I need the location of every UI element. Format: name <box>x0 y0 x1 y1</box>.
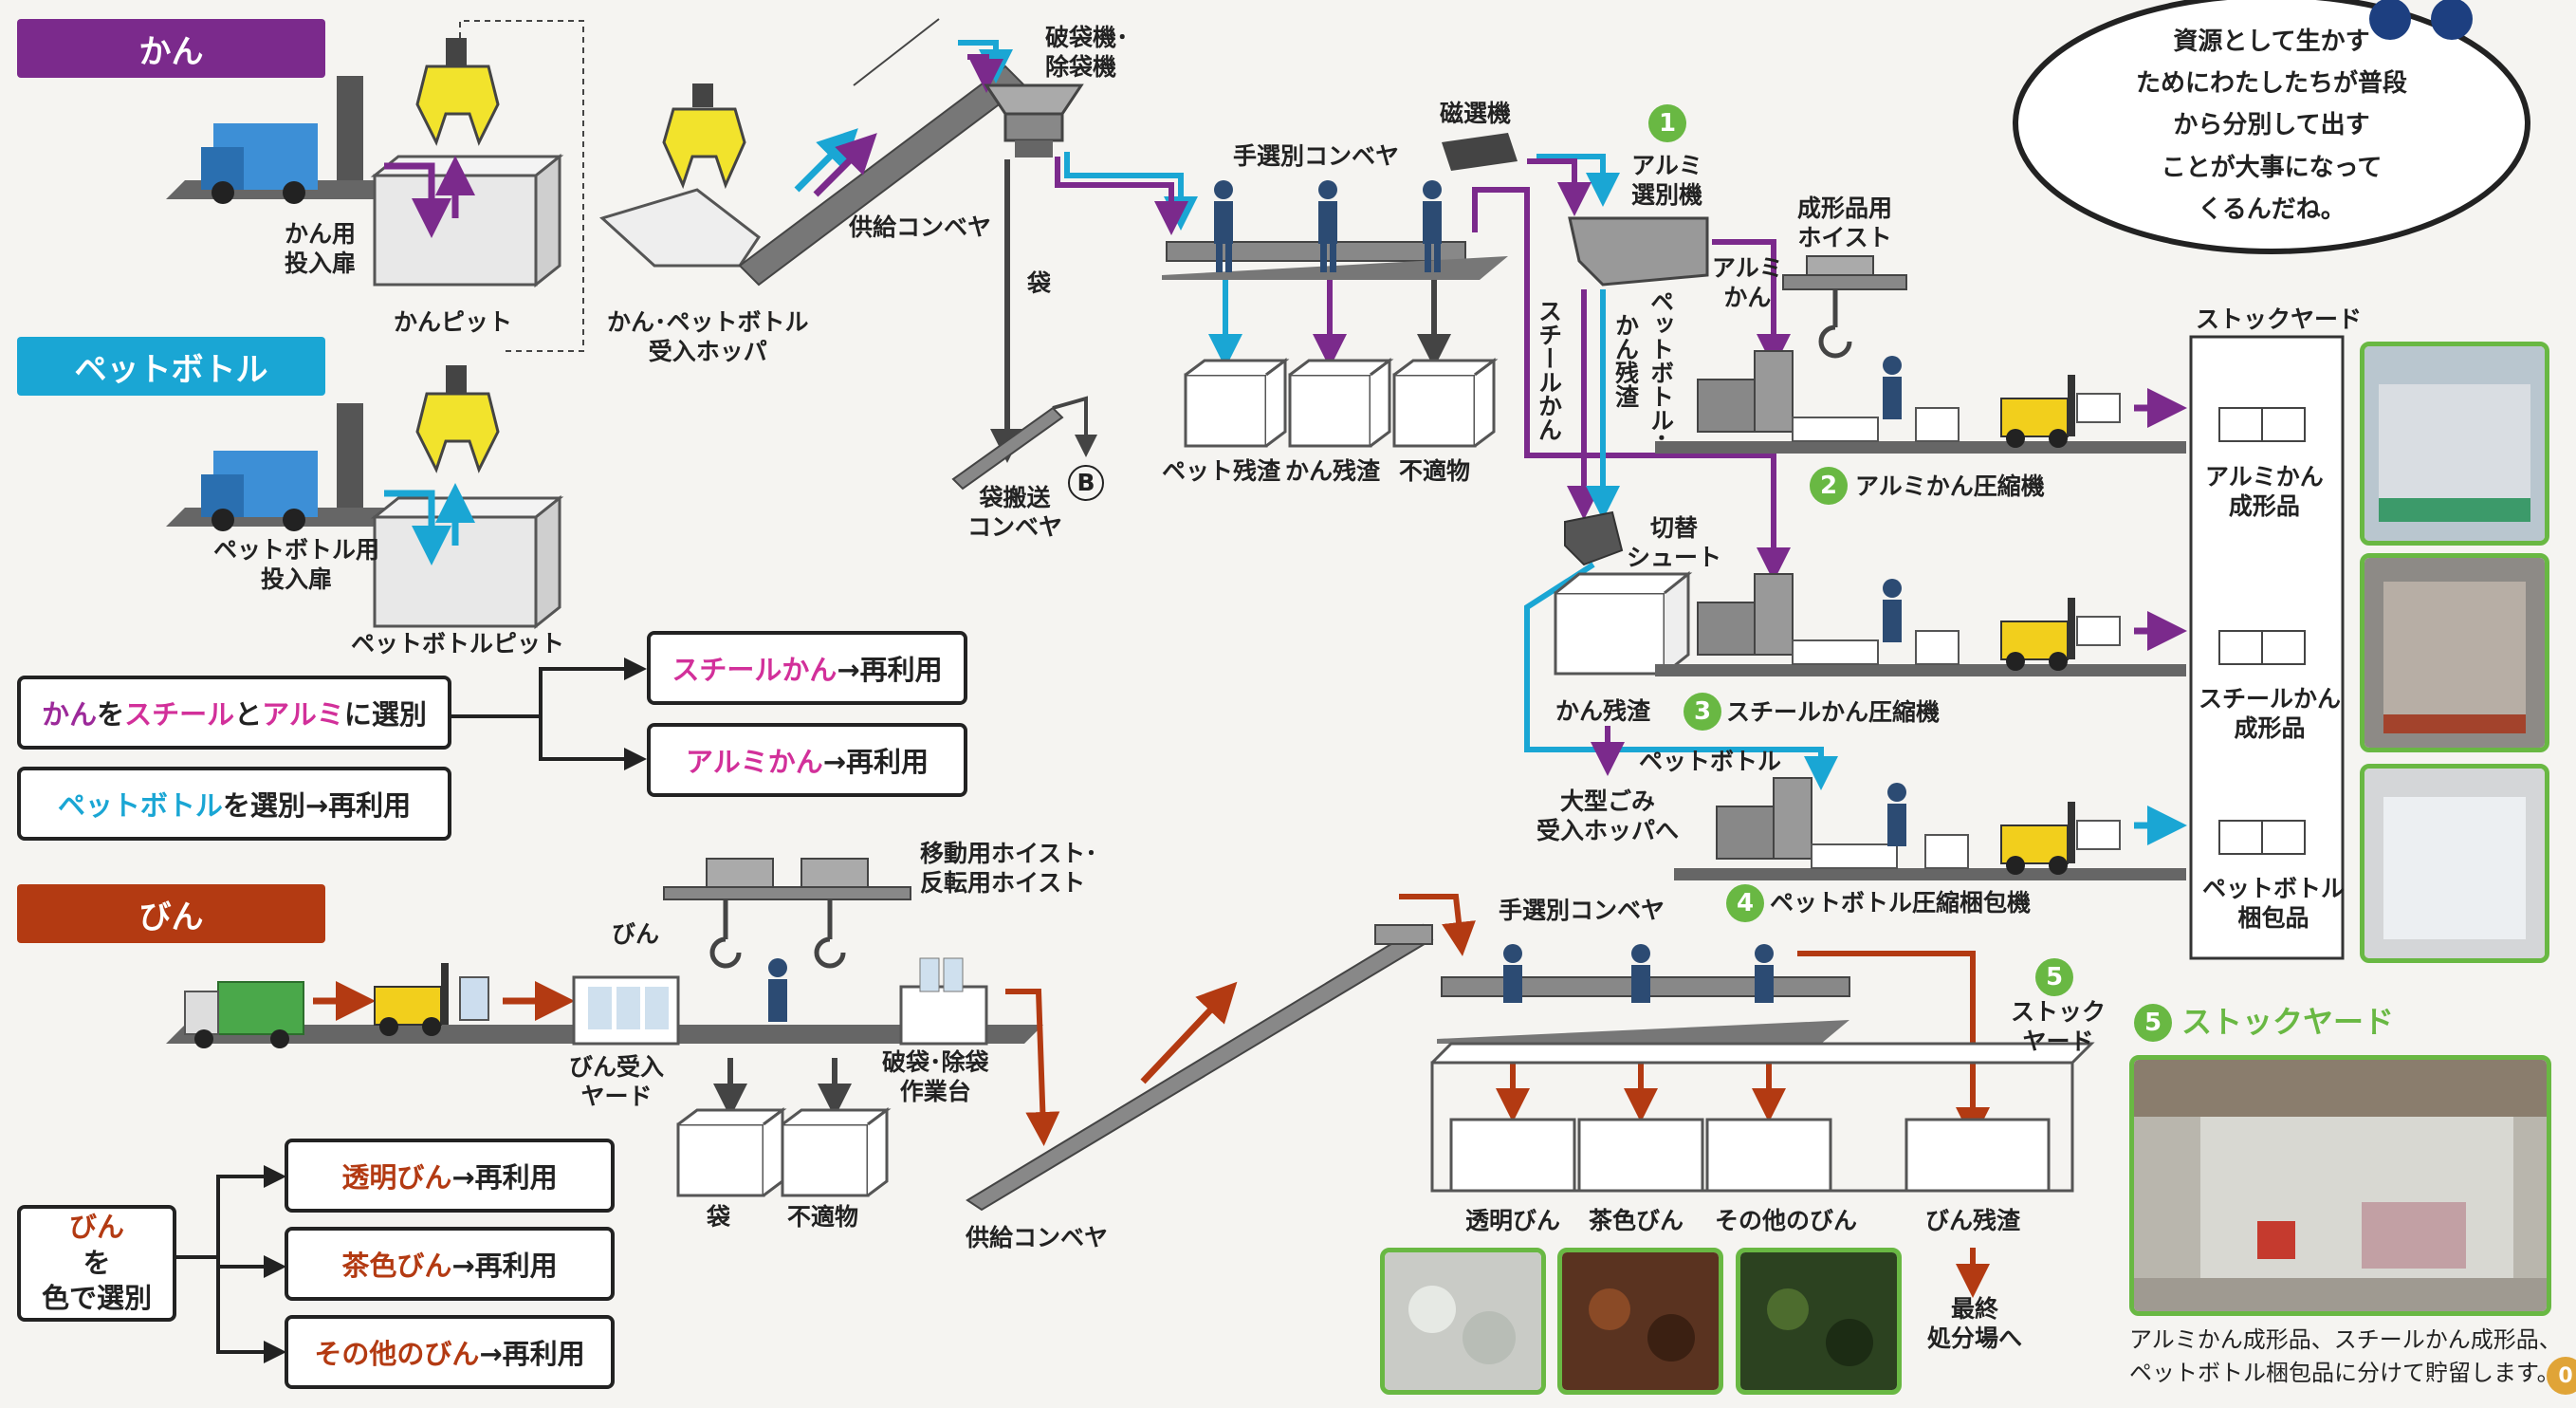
compressor-line-3 <box>1674 778 2186 880</box>
can-door-label: かん用 投入扉 <box>285 220 356 278</box>
pet-label: ペットボトル <box>1639 748 1781 777</box>
other-bottle-photo <box>1736 1248 1902 1395</box>
residue-boxes <box>1186 361 1494 446</box>
bag-conveyor <box>953 398 1086 489</box>
rule-can-sort: かんをスチールとアルミに選別 <box>17 676 451 750</box>
can-pit-label: かんピット <box>394 308 512 338</box>
rule-bottle-sort: びんを 色で選別 <box>17 1205 176 1322</box>
residue-pet-label: ペット残渣 <box>1162 457 1280 487</box>
bottle-residue-label: びん残渣 <box>1925 1207 2020 1236</box>
crane-claw-icon <box>417 38 498 142</box>
clear-bottle-label: 透明びん <box>1465 1207 1560 1236</box>
bottle-yard-label: びん受入 ヤード <box>569 1053 664 1111</box>
switch-chute <box>1565 512 1622 565</box>
pet-vertical-label: ペットボトル･ <box>1646 289 1675 444</box>
clear-bottle-photo <box>1380 1248 1546 1395</box>
magnet-label: 磁選機 <box>1440 100 1511 129</box>
category-bottle: びん <box>17 884 325 943</box>
bag-breaker-label: 破袋機･ 除袋機 <box>1045 24 1129 82</box>
pet-product-photo <box>2360 764 2549 963</box>
feed-conveyor-label: 供給コンベヤ <box>849 213 991 243</box>
can-residue-box-label: かん残渣 <box>1555 697 1650 727</box>
hand-sort-conveyor <box>1162 180 1508 280</box>
stockyard-section-title: ストックヤード <box>2181 1004 2394 1041</box>
machine-4-name: ペットボトル圧縮梱包機 <box>1770 889 2031 918</box>
machine-3-name: スチールかん圧縮機 <box>1726 698 1940 728</box>
machine-number-2: 2 <box>1810 467 1848 505</box>
b-mark: B <box>1068 465 1104 501</box>
rule-steel: スチールかん→再利用 <box>647 631 967 705</box>
compressor-line-1 <box>1655 351 2186 454</box>
bottle-sort-conveyor-label: 手選別コンベヤ <box>1499 897 1665 926</box>
rule-other: その他のびん→再利用 <box>285 1315 615 1389</box>
product-al-label: アルミかん 成形品 <box>2205 463 2324 521</box>
crane-claw-icon <box>417 365 498 470</box>
pet-door-label: ペットボトル用 投入扉 <box>213 536 379 594</box>
residue-can-label: かん残渣 <box>1285 457 1380 487</box>
chute-label: 切替 シュート <box>1627 514 1721 572</box>
machine-number-4: 4 <box>1726 884 1764 922</box>
al-can-label: アルミ かん <box>1712 254 1783 312</box>
aluminium-sorter <box>1570 218 1707 285</box>
bottle-sort-conveyor <box>1437 944 1973 1124</box>
stockyard-title: ストックヤード <box>2196 306 2362 335</box>
forklift-icon <box>2001 375 2120 448</box>
pet-pit-label: ペットボトルピット <box>351 630 564 659</box>
hoist-label: 成形品用 ホイスト <box>1797 195 1892 252</box>
compressor-line-2 <box>1555 574 2186 676</box>
forklift-icon <box>2001 802 2120 875</box>
crane-claw-icon <box>664 83 745 185</box>
bulky-label: 大型ごみ 受入ホッパへ <box>1536 787 1679 845</box>
product-pet-label: ペットボトル 梱包品 <box>2202 875 2345 933</box>
bottle-hoist-label: 移動用ホイスト･ 反転用ホイスト <box>920 840 1097 898</box>
machine-number-5: 5 <box>2035 958 2073 996</box>
steel-can-label: スチールかん <box>1534 299 1563 441</box>
unsuitable-label: 不適物 <box>1399 457 1470 487</box>
al-sorter-label: アルミ 選別機 <box>1631 152 1702 210</box>
product-hoist <box>1783 256 1906 356</box>
stockyard-photo <box>2129 1055 2551 1316</box>
magnet-separator <box>1442 133 1518 171</box>
work-table-label: 破袋･除袋 作業台 <box>882 1048 989 1106</box>
brown-bottle-label: 茶色びん <box>1589 1207 1684 1236</box>
stockyard-number: 5 <box>2134 1004 2172 1042</box>
bottle-stock-label: ストック ヤード <box>2011 998 2106 1056</box>
rule-brown: 茶色びん→再利用 <box>285 1227 615 1301</box>
brown-bottle-photo <box>1557 1248 1723 1395</box>
bag-label: 袋 <box>1022 270 1052 294</box>
bag-breaker-machine <box>986 85 1081 157</box>
bottle-unsuitable-label: 不適物 <box>787 1203 858 1232</box>
machine-number-3: 3 <box>1684 693 1721 731</box>
hopper-feed-conveyor <box>602 19 1024 285</box>
other-bottle-label: その他のびん <box>1715 1207 1857 1236</box>
stockyard-caption: アルミかん成形品、スチールかん成形品、 ペットボトル梱包品に分けて貯留します。 <box>2129 1324 2562 1390</box>
speech-text: 資源として生かす ためにわたしたちが普段 から分別して出す ことが大事になって … <box>2063 21 2480 231</box>
rule-pet: ペットボトルを選別→再利用 <box>17 767 451 841</box>
product-steel-label: スチールかん 成形品 <box>2199 685 2341 743</box>
machine-2-name: アルミかん圧縮機 <box>1855 472 2045 502</box>
bottle-label: びん <box>612 920 659 950</box>
bag-conveyor-label: 袋搬送 コンベヤ <box>967 484 1062 542</box>
bottle-stock-boxes <box>1432 1044 2091 1191</box>
sort-conveyor-label: 手選別コンベヤ <box>1233 142 1399 172</box>
bottle-bag-label: 袋 <box>707 1203 730 1232</box>
rule-aluminium: アルミかん→再利用 <box>647 723 967 797</box>
rule-clear: 透明びん→再利用 <box>285 1139 615 1213</box>
al-product-photo <box>2360 342 2549 546</box>
category-can: かん <box>17 19 325 78</box>
steel-product-photo <box>2360 553 2549 752</box>
forklift-icon <box>2001 598 2120 671</box>
hopper-label: かん･ペットボトル 受入ホッパ <box>607 308 809 366</box>
category-pet: ペットボトル <box>17 337 325 396</box>
final-disposal-label: 最終 処分場へ <box>1927 1295 2022 1353</box>
machine-number-1: 1 <box>1648 104 1686 142</box>
can-residue-vertical-label: かん残渣 <box>1610 313 1640 408</box>
bottle-feed-conveyor-label: 供給コンベヤ <box>966 1224 1108 1253</box>
